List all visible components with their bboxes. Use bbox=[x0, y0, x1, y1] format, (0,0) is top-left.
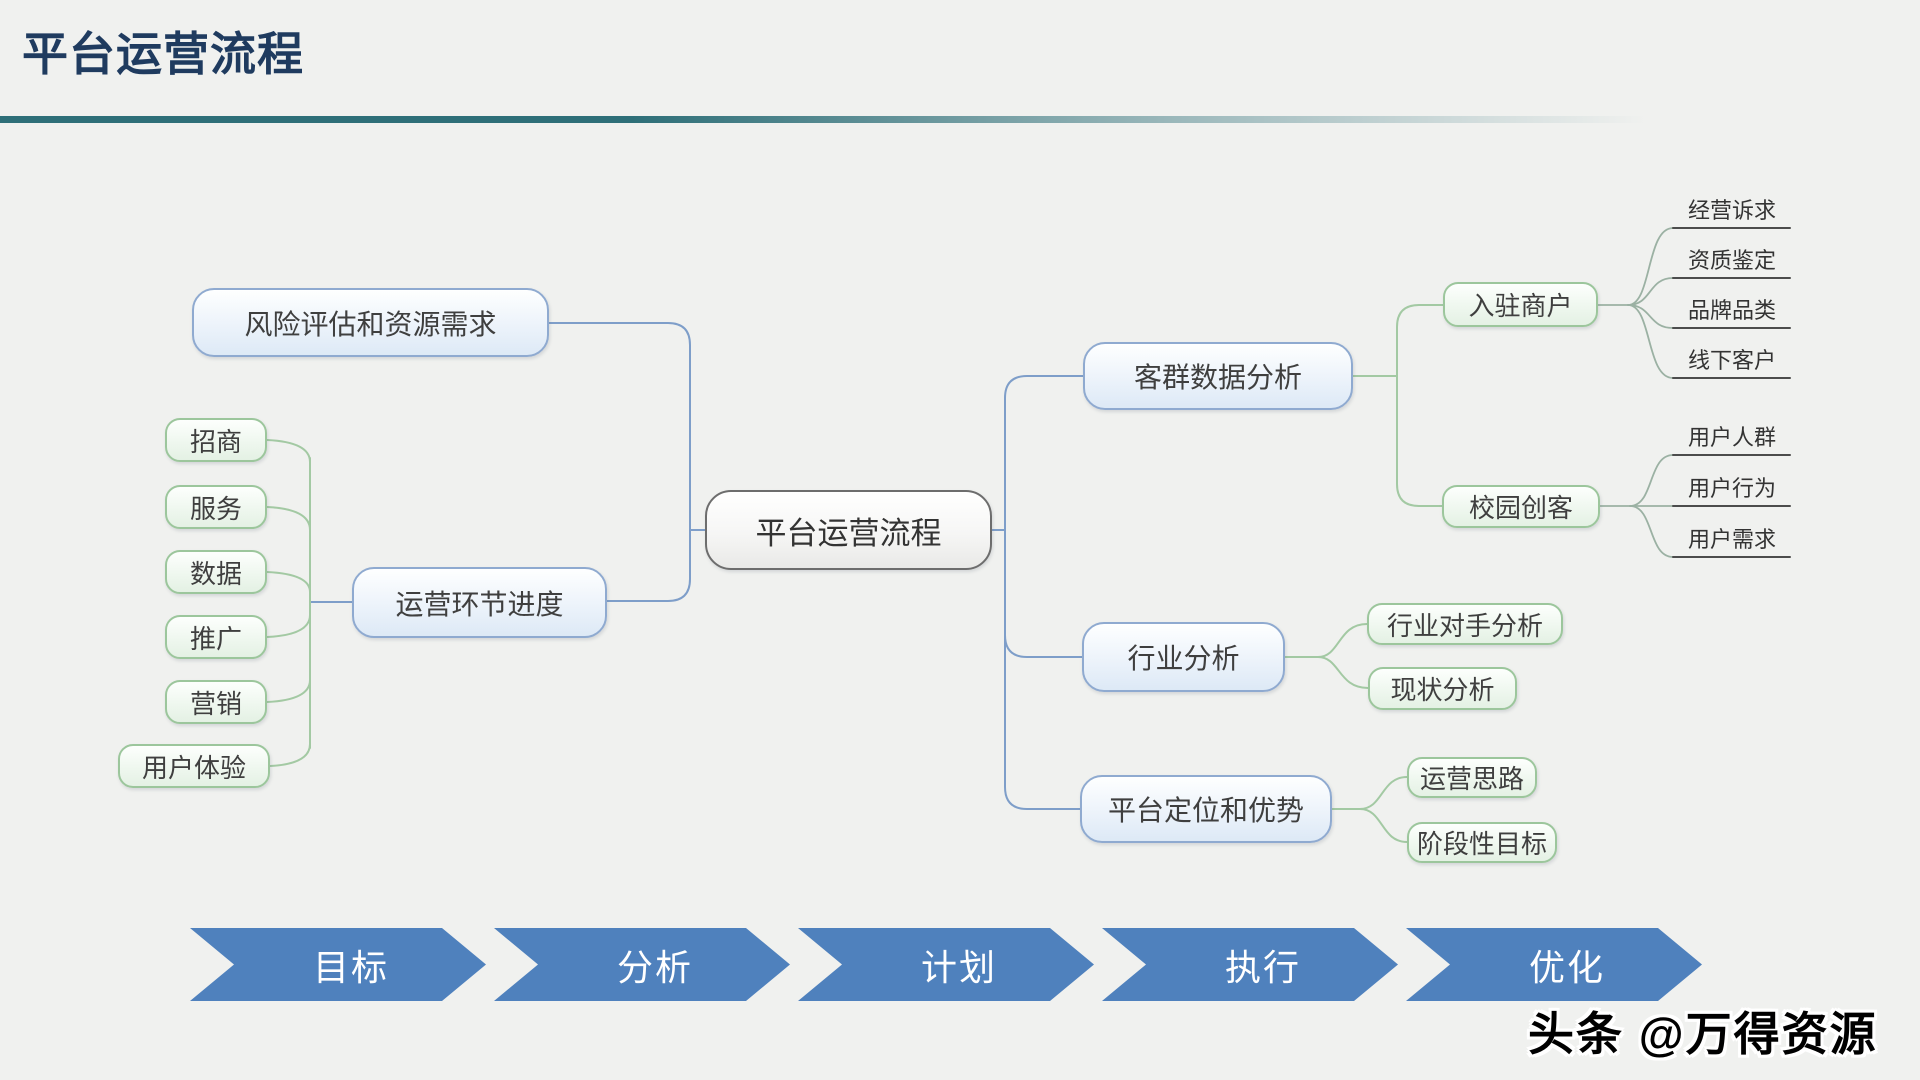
node-customer-data-analysis: 客群数据分析 bbox=[1083, 342, 1353, 410]
node-campus-makers: 校园创客 bbox=[1442, 485, 1600, 528]
banner-step-goal: 目标 bbox=[190, 928, 486, 1001]
process-banner: 目标 分析 计划 执行 优化 bbox=[190, 928, 1702, 1001]
node-competitor-analysis: 行业对手分析 bbox=[1367, 603, 1563, 645]
node-promotion: 推广 bbox=[165, 615, 267, 659]
node-service: 服务 bbox=[165, 485, 267, 529]
node-marketing: 营销 bbox=[165, 680, 267, 724]
banner-step-plan: 计划 bbox=[798, 928, 1094, 1001]
banner-step-analysis: 分析 bbox=[494, 928, 790, 1001]
node-merchant-recruiting: 招商 bbox=[165, 418, 267, 462]
leaf-user-needs: 用户需求 bbox=[1687, 527, 1776, 552]
leaf-offline-customers: 线下客户 bbox=[1687, 348, 1776, 373]
banner-step-execute: 执行 bbox=[1102, 928, 1398, 1001]
title-divider bbox=[0, 116, 1662, 123]
node-settled-merchants: 入驻商户 bbox=[1443, 282, 1598, 327]
node-platform-positioning: 平台定位和优势 bbox=[1080, 775, 1332, 843]
page-title: 平台运营流程 bbox=[22, 28, 304, 80]
node-stage-goals: 阶段性目标 bbox=[1407, 822, 1557, 863]
leaf-user-groups: 用户人群 bbox=[1687, 425, 1776, 450]
leaf-user-behavior: 用户行为 bbox=[1687, 476, 1776, 501]
node-status-analysis: 现状分析 bbox=[1368, 667, 1517, 710]
node-user-experience: 用户体验 bbox=[118, 744, 270, 788]
leaf-business-demands: 经营诉求 bbox=[1687, 198, 1776, 223]
node-root: 平台运营流程 bbox=[705, 490, 992, 570]
leaf-qualification-appraisal: 资质鉴定 bbox=[1687, 248, 1776, 273]
watermark: 头条 @万得资源 bbox=[1528, 1008, 1878, 1060]
node-data: 数据 bbox=[165, 550, 267, 594]
node-risk-assessment: 风险评估和资源需求 bbox=[192, 288, 549, 357]
banner-step-optimize: 优化 bbox=[1406, 928, 1702, 1001]
leaf-brand-categories: 品牌品类 bbox=[1687, 298, 1776, 323]
node-operation-ideas: 运营思路 bbox=[1407, 757, 1537, 798]
node-operation-progress: 运营环节进度 bbox=[352, 567, 607, 638]
node-industry-analysis: 行业分析 bbox=[1082, 622, 1285, 692]
